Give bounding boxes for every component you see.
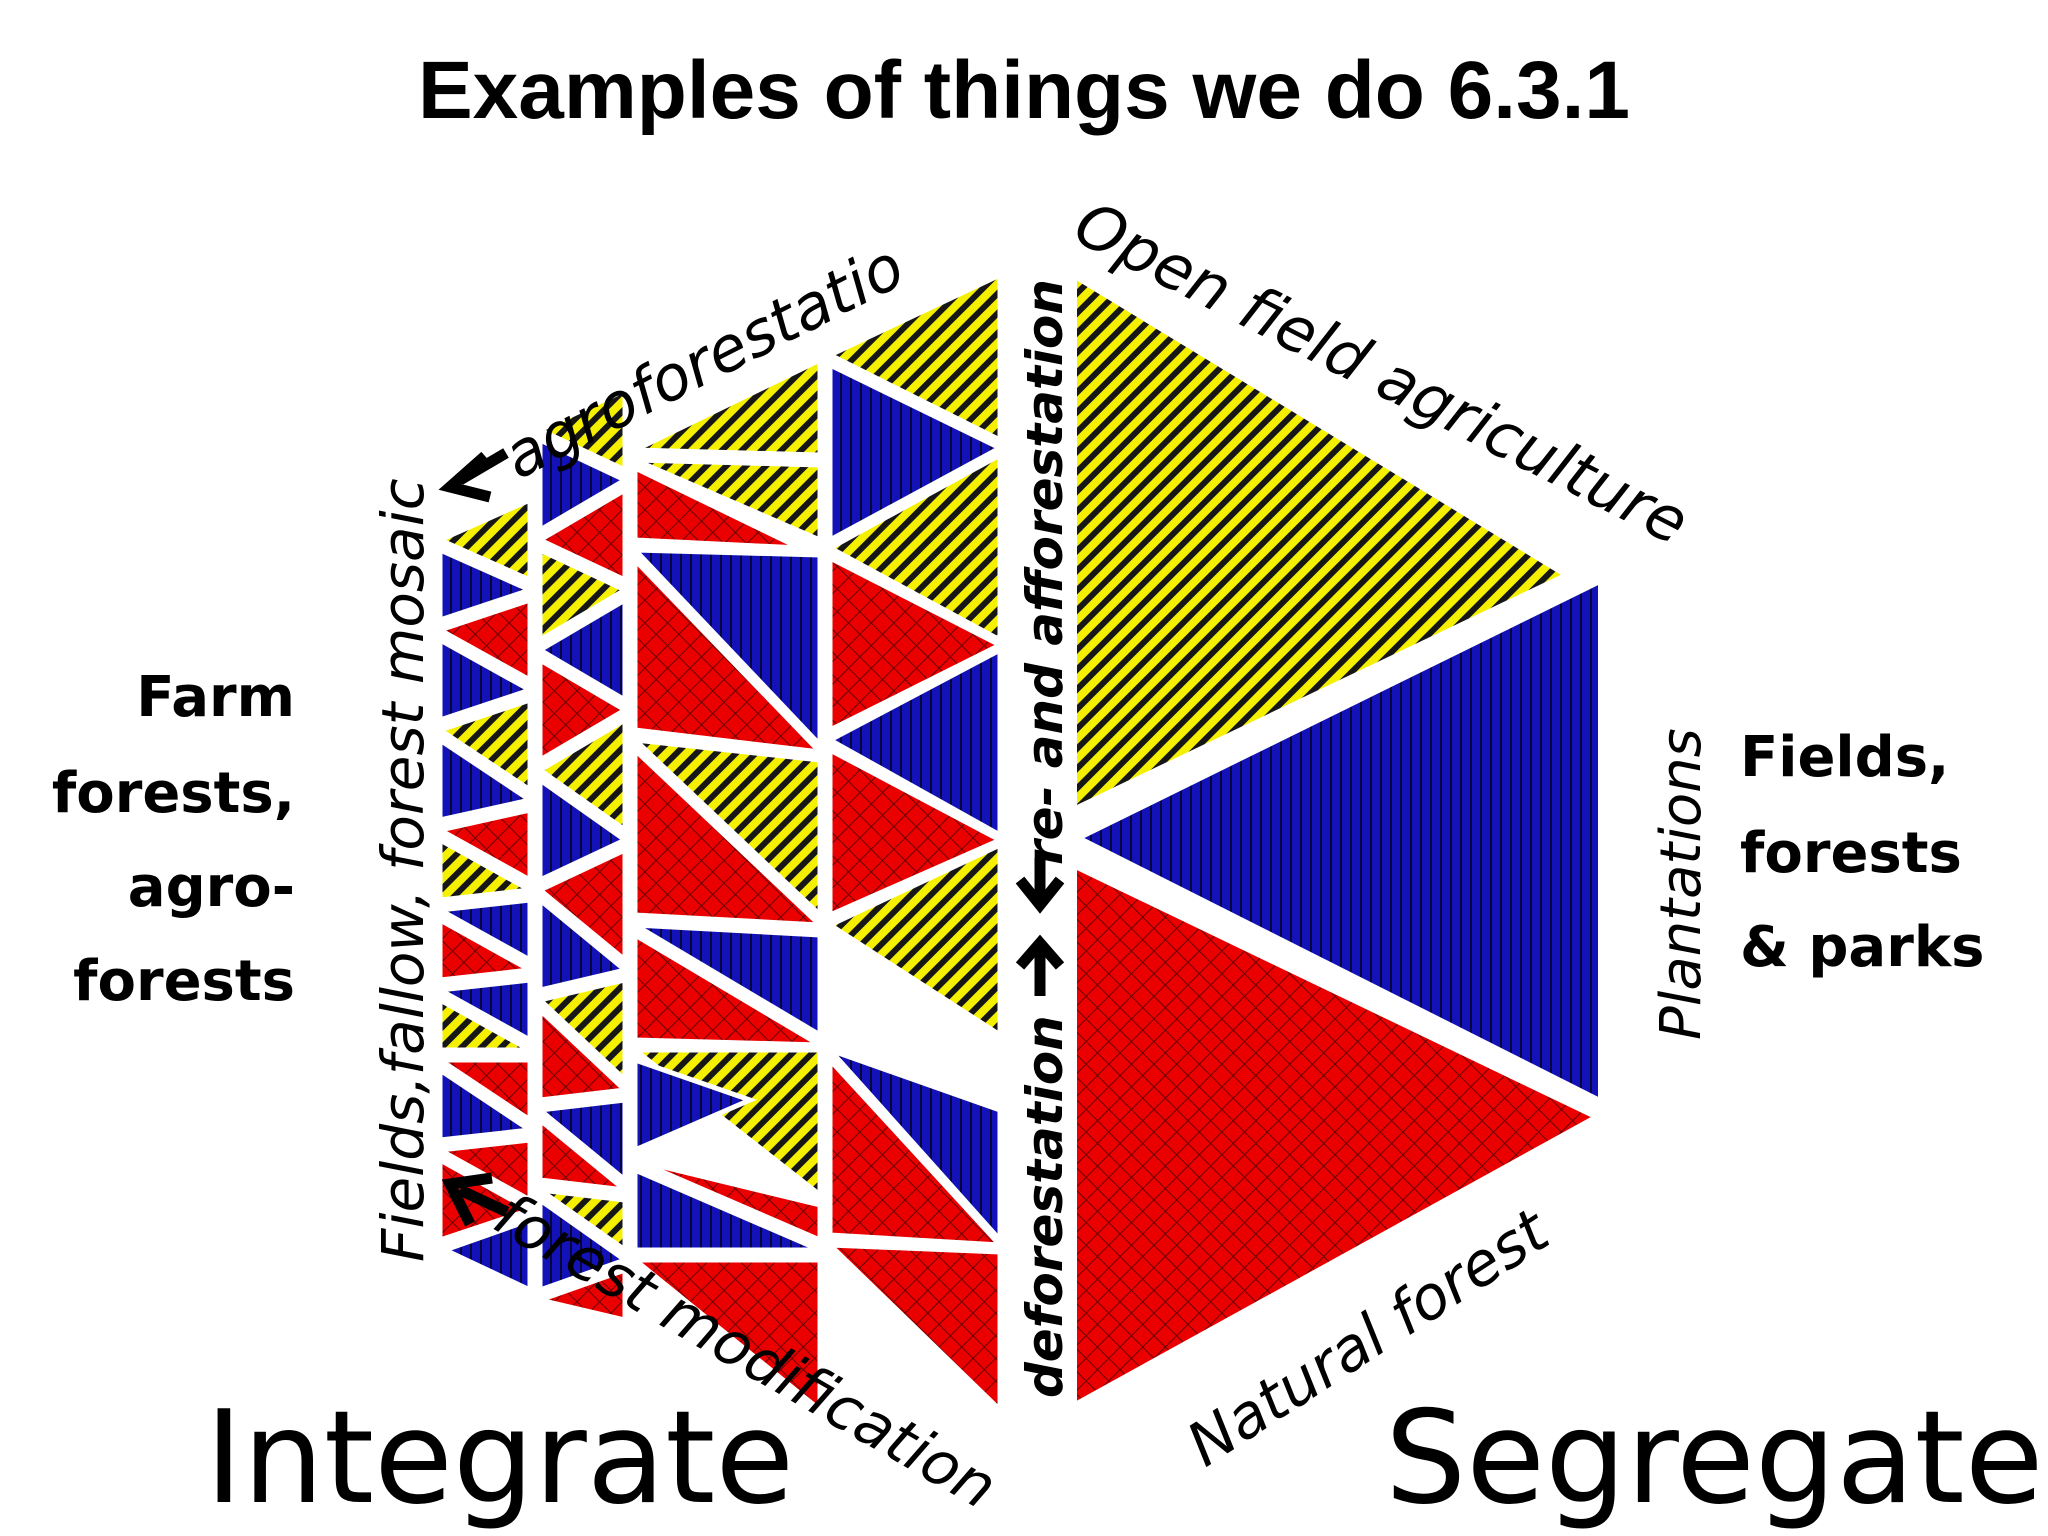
agriculture-patch [535,715,628,835]
plantation-patch [632,1056,757,1154]
plantation-patch [537,775,630,884]
deforestation-label: deforestation [1016,1015,1074,1398]
integrated-mosaic [431,271,1007,1416]
right-caption-line: & parks [1740,915,1984,980]
plantations-label: Plantations [1649,728,1714,1040]
agriculture-patch [627,736,823,921]
forest-patch [535,846,628,966]
page-title: Examples of things we do 6.3.1 [418,45,1630,136]
forest-patch [827,745,1006,919]
plantation-patch [437,735,537,824]
plantation-patch [437,546,537,624]
plantation-patch [537,436,631,535]
right-caption-line: Fields, [1740,725,1949,790]
agriculture-patch [534,976,628,1086]
forest-patch [827,553,1006,735]
forest-patch [433,806,533,885]
plantation-patch [535,595,628,705]
forest-patch [627,1257,823,1416]
agriculture-patch [824,450,1003,645]
re-and-afforestation-label: re- and afforestation [1016,279,1074,865]
right-caption: Fields, forests & parks [1740,725,1984,980]
forest-patch [531,1266,628,1324]
plantation-patch [824,645,1003,840]
plantation-patch [828,1047,1003,1247]
segregate-label: Segregate [1385,1384,2043,1533]
forest-patch [537,655,630,765]
forest-patch [537,1114,634,1194]
fields-fallow-forest-mosaic-label: Fields,fallow, forest mosaic [369,478,437,1262]
forest-patch [437,915,539,983]
plantation-patch [437,635,537,724]
plantation-patch [629,547,823,752]
left-caption-line: agro- [128,855,295,920]
plantation-patch [438,1216,533,1294]
left-caption-line: forests, [52,761,295,826]
integrate-label: Integrate [205,1384,794,1533]
forest-patch [634,1157,823,1244]
plantation-patch [632,1166,821,1253]
forest-patch [534,485,628,584]
forest-patch [433,596,533,685]
plantation-patch [533,1097,628,1186]
agriculture-patch [538,1187,628,1255]
agriculture-patch [537,546,631,645]
plantation-patch [633,922,823,1040]
plantation-patch [431,977,533,1045]
agriculture-patch [634,457,823,544]
forest-patch [632,744,827,928]
agriculture-patch [633,356,823,458]
agriculture-patch [824,841,1003,1040]
natural-forest-sector [1073,863,1600,1408]
segregated-half [1073,273,1602,1408]
forest-patch [827,1053,1007,1248]
open-field-agriculture-sector [1073,273,1570,812]
forest-patch [431,1057,533,1125]
forest-patch [632,553,827,756]
plantation-patch [827,360,1006,545]
plantation-patch [537,1195,631,1294]
forest-patch [823,1242,1003,1416]
arrow-up-icon [1015,934,1065,996]
left-caption-line: forests [73,949,295,1014]
agriculture-patch [534,386,628,474]
agriculture-patch [824,271,1003,445]
forest-patch [632,464,802,551]
plantation-patch [431,897,533,965]
plantation-patch [537,894,631,994]
left-caption: Farm forests, agro- forests [52,665,295,1014]
plantation-patch [437,1065,538,1143]
agriculture-patch [433,496,533,584]
arrow-left-icon [438,448,509,503]
forest-patch [632,930,830,1048]
agriculture-patch [437,995,540,1053]
arrow-down-icon [1015,858,1065,914]
right-caption-line: forests [1740,821,1962,886]
plantations-sector [1075,578,1602,1104]
agriculture-patch [434,696,533,795]
forest-patch [537,1004,631,1103]
left-caption-line: Farm [136,665,295,730]
arrow-left-icon [441,1172,510,1227]
agriculture-patch [437,835,539,903]
